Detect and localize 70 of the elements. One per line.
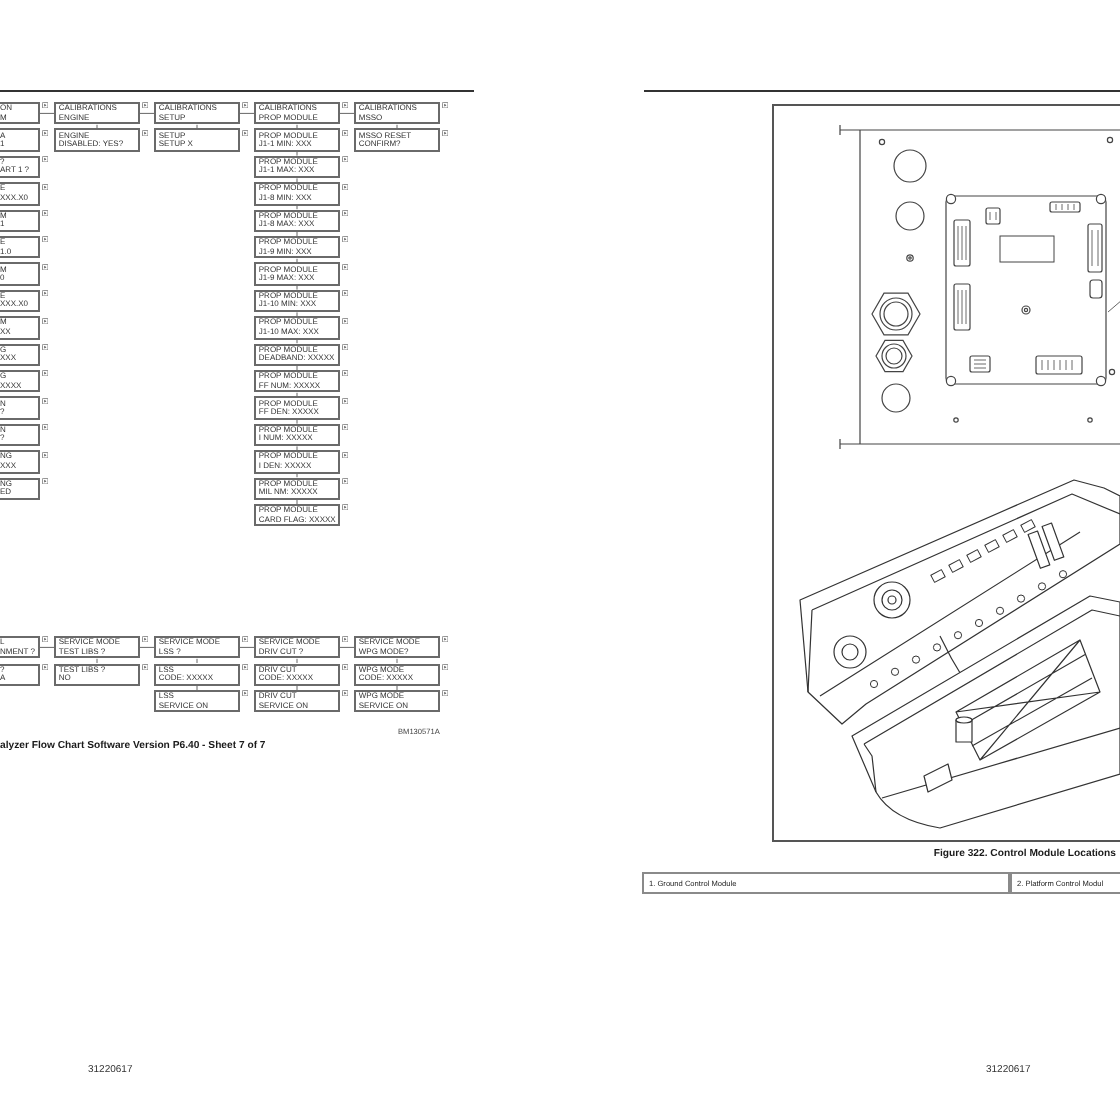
connector-line: [196, 685, 198, 691]
menu-box: [154, 102, 240, 125]
menu-box: [0, 155, 40, 179]
menu-box: [154, 636, 240, 659]
connector-line: [396, 658, 398, 664]
connector-line: [239, 112, 255, 114]
menu-box: [354, 690, 440, 713]
menu-box: [0, 182, 40, 206]
menu-box: [154, 690, 240, 713]
connector-line: [39, 646, 55, 648]
menu-box: [354, 636, 440, 659]
menu-box: [0, 102, 40, 125]
menu-box: [54, 128, 140, 152]
menu-box: [254, 370, 340, 393]
menu-box: [354, 128, 440, 152]
connector-line: [139, 112, 155, 114]
menu-box: [254, 128, 340, 152]
leader-line: [1107, 299, 1120, 313]
menu-box: [54, 102, 140, 125]
menu-box: [254, 182, 340, 206]
menu-box: [254, 209, 340, 232]
menu-box: [0, 316, 40, 340]
connector-line: [396, 685, 398, 691]
menu-box: [254, 262, 340, 286]
menu-box: [354, 663, 440, 686]
menu-box: [0, 289, 40, 313]
menu-box: [54, 636, 140, 659]
menu-box: [0, 128, 40, 152]
menu-box: [154, 128, 240, 152]
connector-line: [296, 365, 298, 371]
connector-line: [39, 112, 55, 114]
menu-box: [254, 423, 340, 447]
connector-line: [296, 658, 298, 664]
menu-box: [0, 343, 40, 366]
menu-box: [254, 289, 340, 313]
connector-line: [296, 231, 298, 237]
menu-box: [254, 636, 340, 659]
connector-line: [339, 646, 355, 648]
connector-line: [139, 646, 155, 648]
menu-box: [0, 262, 40, 286]
menu-box: [254, 155, 340, 179]
menu-box: [0, 663, 40, 686]
menu-box: [254, 316, 340, 340]
menu-box: [254, 236, 340, 259]
connector-line: [296, 685, 298, 691]
connector-line: [296, 499, 298, 505]
menu-box: [0, 477, 40, 500]
connector-line: [96, 658, 98, 664]
menu-box: [254, 343, 340, 366]
connector-line: [239, 646, 255, 648]
menu-box: [254, 663, 340, 686]
connector-line: [196, 658, 198, 664]
menu-box: [0, 209, 40, 232]
connector-line: [339, 112, 355, 114]
menu-box: [0, 450, 40, 474]
menu-box: [254, 450, 340, 474]
menu-box: [254, 690, 340, 713]
menu-box: [0, 396, 40, 420]
menu-box: [154, 663, 240, 686]
circuit-board: [944, 192, 1108, 388]
menu-box: [0, 236, 40, 259]
menu-box: [354, 102, 440, 125]
menu-box: [254, 102, 340, 125]
menu-box: [0, 370, 40, 393]
menu-box: [254, 396, 340, 420]
menu-box: [254, 504, 340, 527]
menu-box: [254, 477, 340, 500]
menu-box: [54, 663, 140, 686]
menu-box: [0, 636, 40, 659]
menu-box: [0, 423, 40, 447]
